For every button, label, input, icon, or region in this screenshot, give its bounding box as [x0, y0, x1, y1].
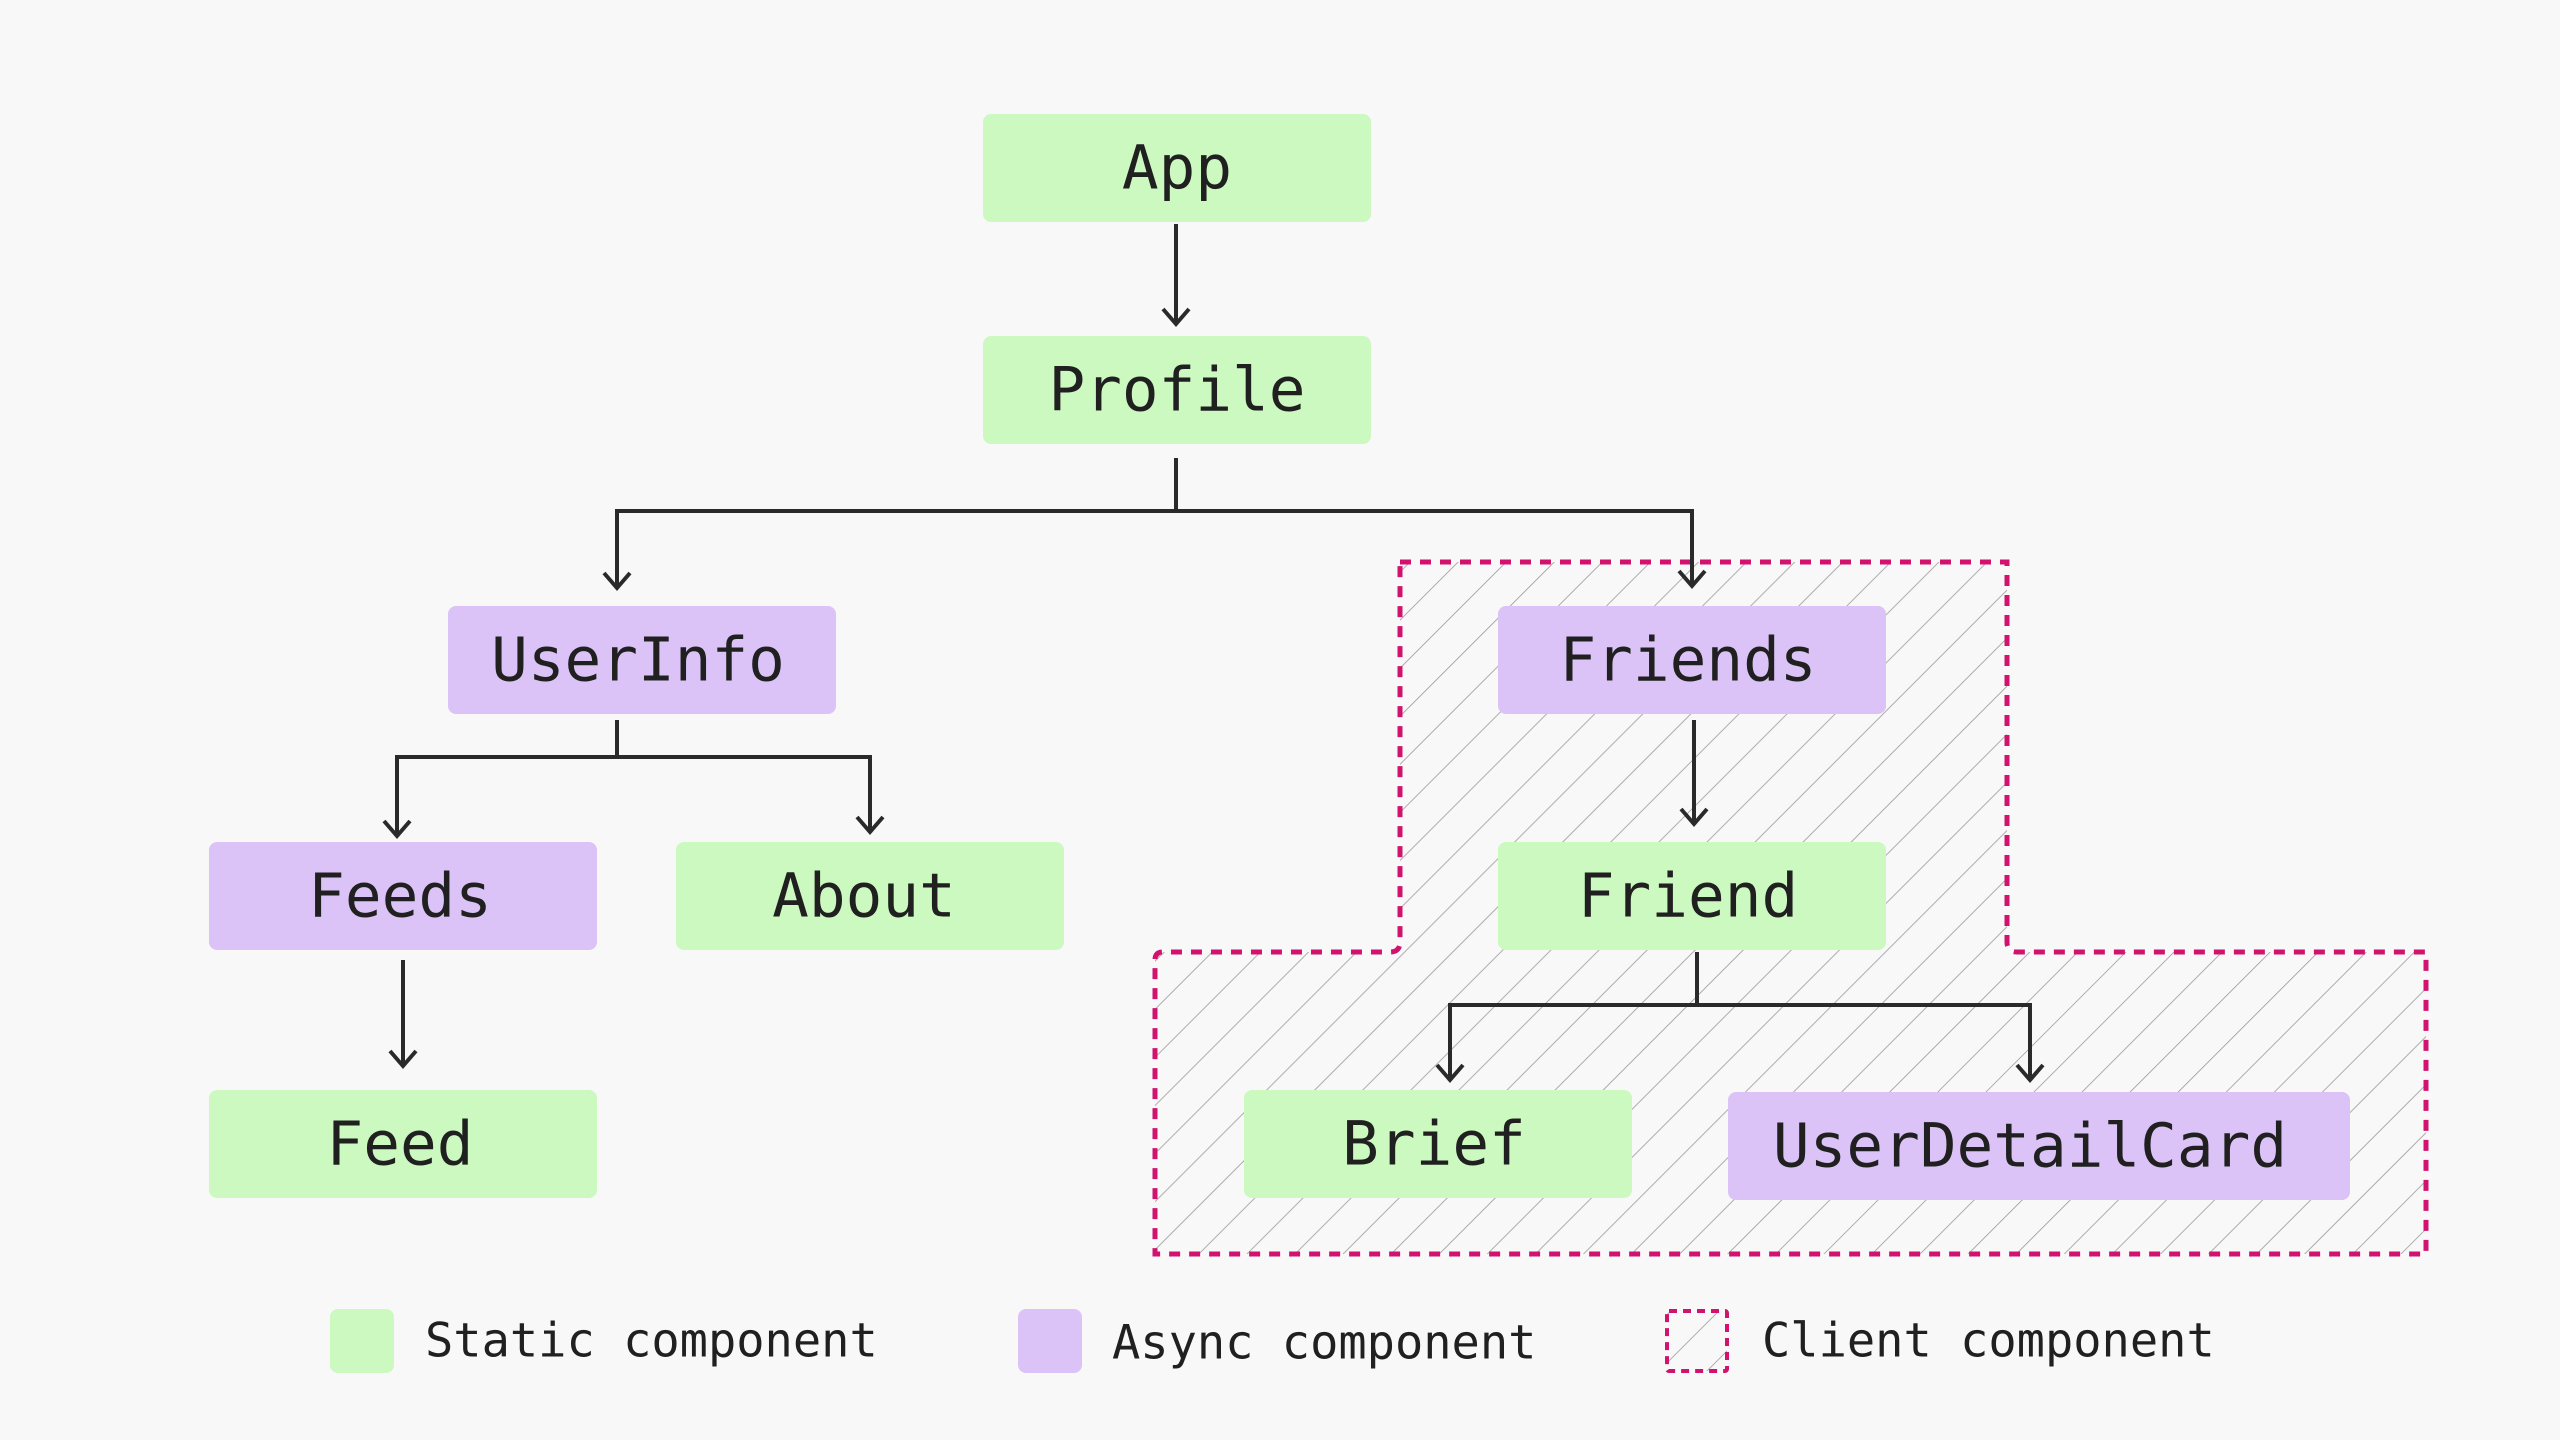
node-userdetailcard-box: [1728, 1092, 2350, 1200]
legend-async-swatch: [1018, 1309, 1082, 1373]
legend: Static component Async component Client …: [330, 1309, 2215, 1373]
node-userinfo-box: [448, 606, 836, 714]
node-profile-box: [983, 336, 1371, 444]
node-friend-box: [1498, 842, 1886, 950]
node-feed: Feed: [209, 1090, 597, 1198]
node-app: App: [983, 114, 1371, 222]
node-feed-box: [209, 1090, 597, 1198]
node-feeds: Feeds: [209, 842, 597, 950]
legend-client-label: Client component: [1762, 1314, 2215, 1369]
node-friends-box: [1498, 606, 1886, 714]
node-friends: Friends: [1498, 606, 1886, 714]
legend-static-label: Static component: [425, 1314, 878, 1369]
node-brief-box: [1244, 1090, 1632, 1198]
node-brief: Brief: [1244, 1090, 1632, 1198]
legend-client-swatch: [1665, 1309, 1729, 1373]
node-userinfo: UserInfo: [448, 606, 836, 714]
edge-friend-children: [1448, 952, 1699, 1078]
node-feed-label: Feed: [327, 1109, 474, 1180]
node-friend-label: Friend: [1578, 861, 1798, 932]
node-feeds-label: Feeds: [308, 861, 492, 932]
node-userinfo-label: UserInfo: [491, 625, 785, 696]
node-app-label: App: [1122, 133, 1232, 204]
node-userdetailcard: UserDetailCard: [1728, 1092, 2350, 1200]
node-friend: Friend: [1498, 842, 1886, 950]
edge-userinfo-children: [395, 720, 619, 834]
node-app-box: [983, 114, 1371, 222]
node-friends-label: Friends: [1559, 625, 1816, 696]
edges: [382, 224, 2045, 1084]
node-brief-label: Brief: [1342, 1109, 1526, 1180]
node-profile: Profile: [983, 336, 1371, 444]
node-about: About: [676, 842, 1064, 950]
legend-async-label: Async component: [1112, 1316, 1536, 1371]
node-profile-label: Profile: [1048, 355, 1305, 426]
node-about-box: [676, 842, 1064, 950]
node-about-label: About: [772, 861, 956, 932]
node-feeds-box: [209, 842, 597, 950]
edge-profile-children: [615, 458, 1178, 586]
legend-static-swatch: [330, 1309, 394, 1373]
node-userdetailcard-label: UserDetailCard: [1773, 1111, 2287, 1182]
